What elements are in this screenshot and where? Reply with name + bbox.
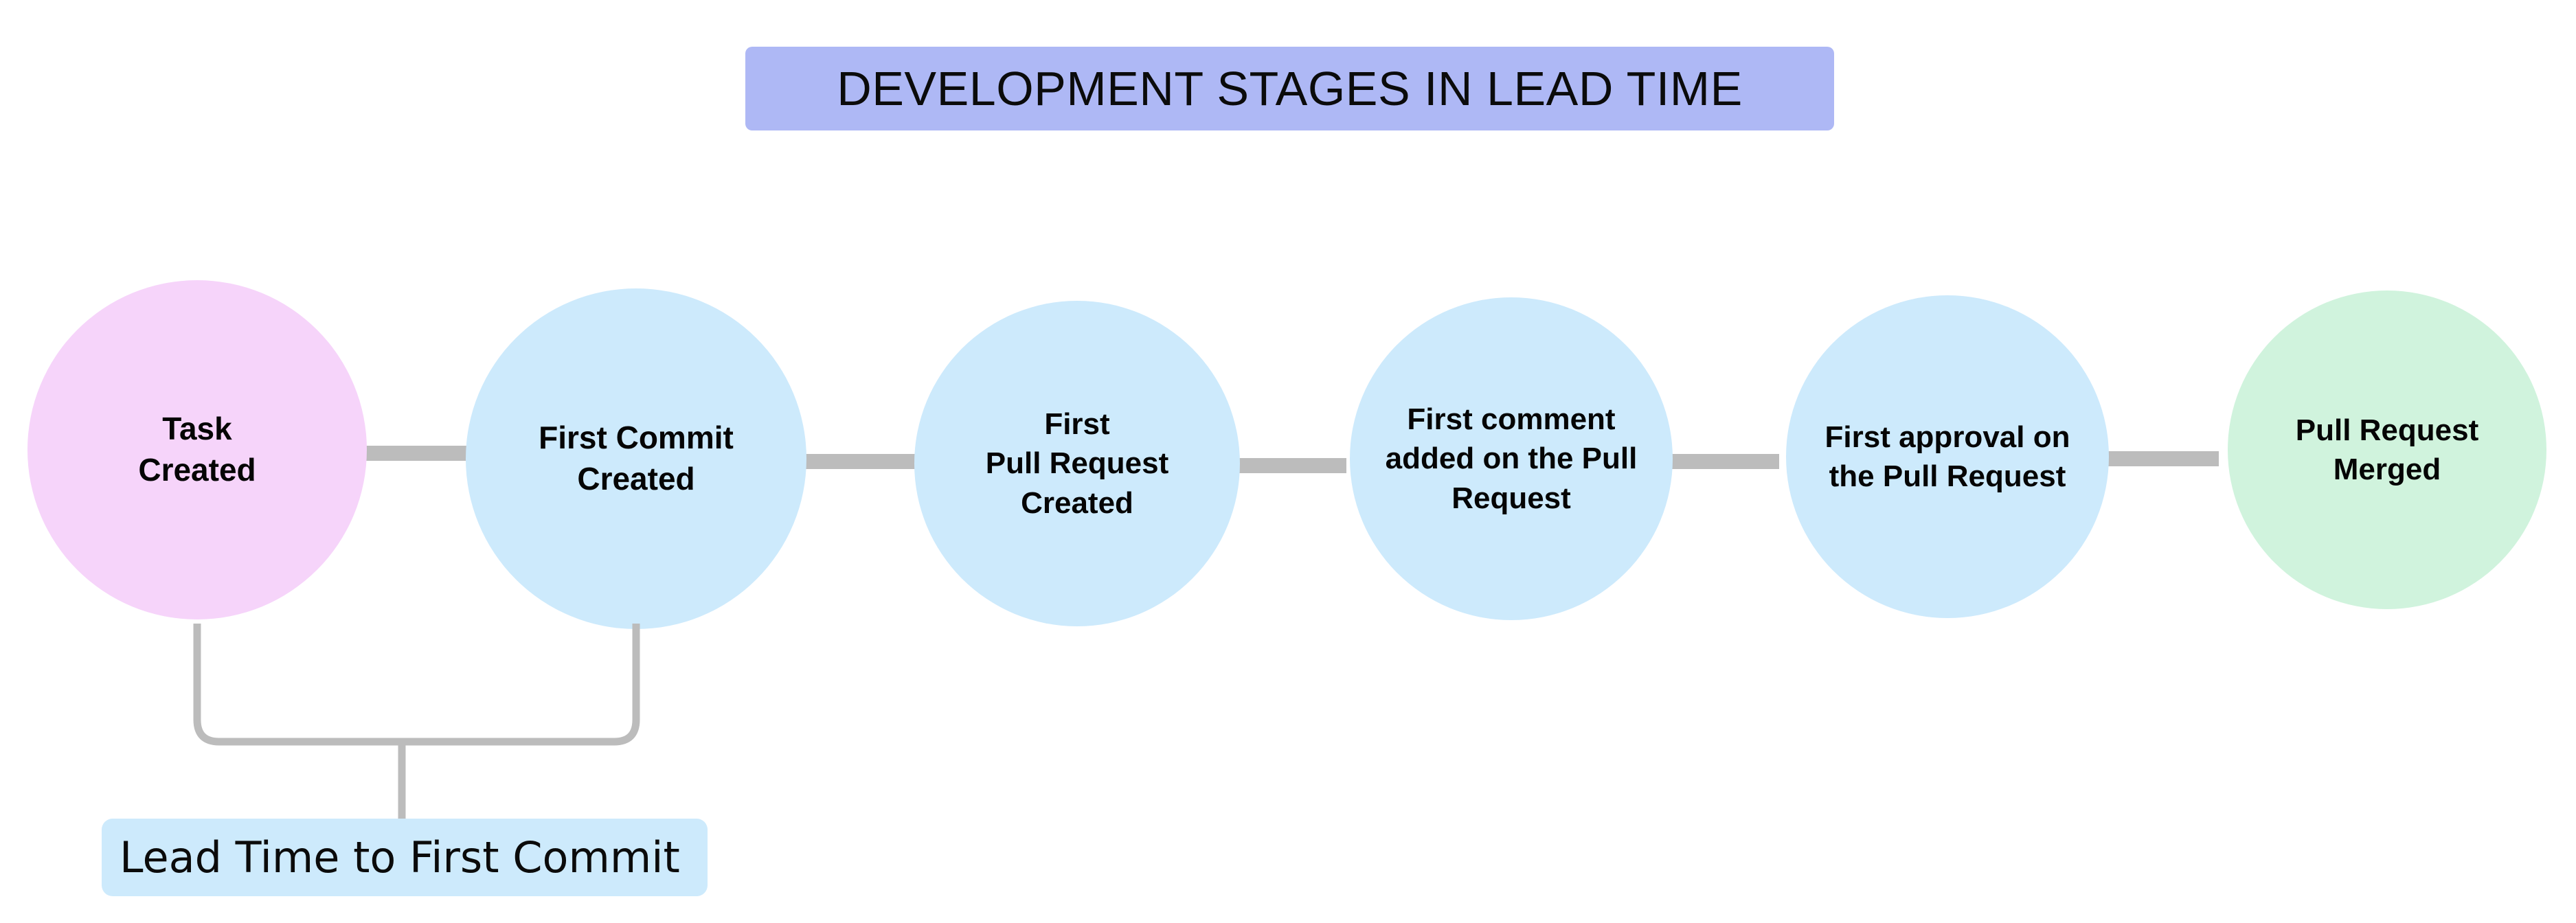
lead-time-bracket xyxy=(193,624,640,819)
lead-time-label-text: Lead Time to First Commit xyxy=(120,832,680,882)
connector-comment-to-approval xyxy=(1669,454,1779,469)
connector-task-to-commit xyxy=(364,446,471,461)
diagram-title-banner: DEVELOPMENT STAGES IN LEAD TIME xyxy=(745,47,1834,130)
page-title: DEVELOPMENT STAGES IN LEAD TIME xyxy=(837,62,1743,115)
connector-pr-to-comment xyxy=(1236,458,1346,473)
connector-approval-to-merged xyxy=(2105,451,2219,466)
connector-commit-to-pr xyxy=(804,454,915,469)
lead-time-label-box[interactable]: Lead Time to First Commit xyxy=(102,819,708,896)
